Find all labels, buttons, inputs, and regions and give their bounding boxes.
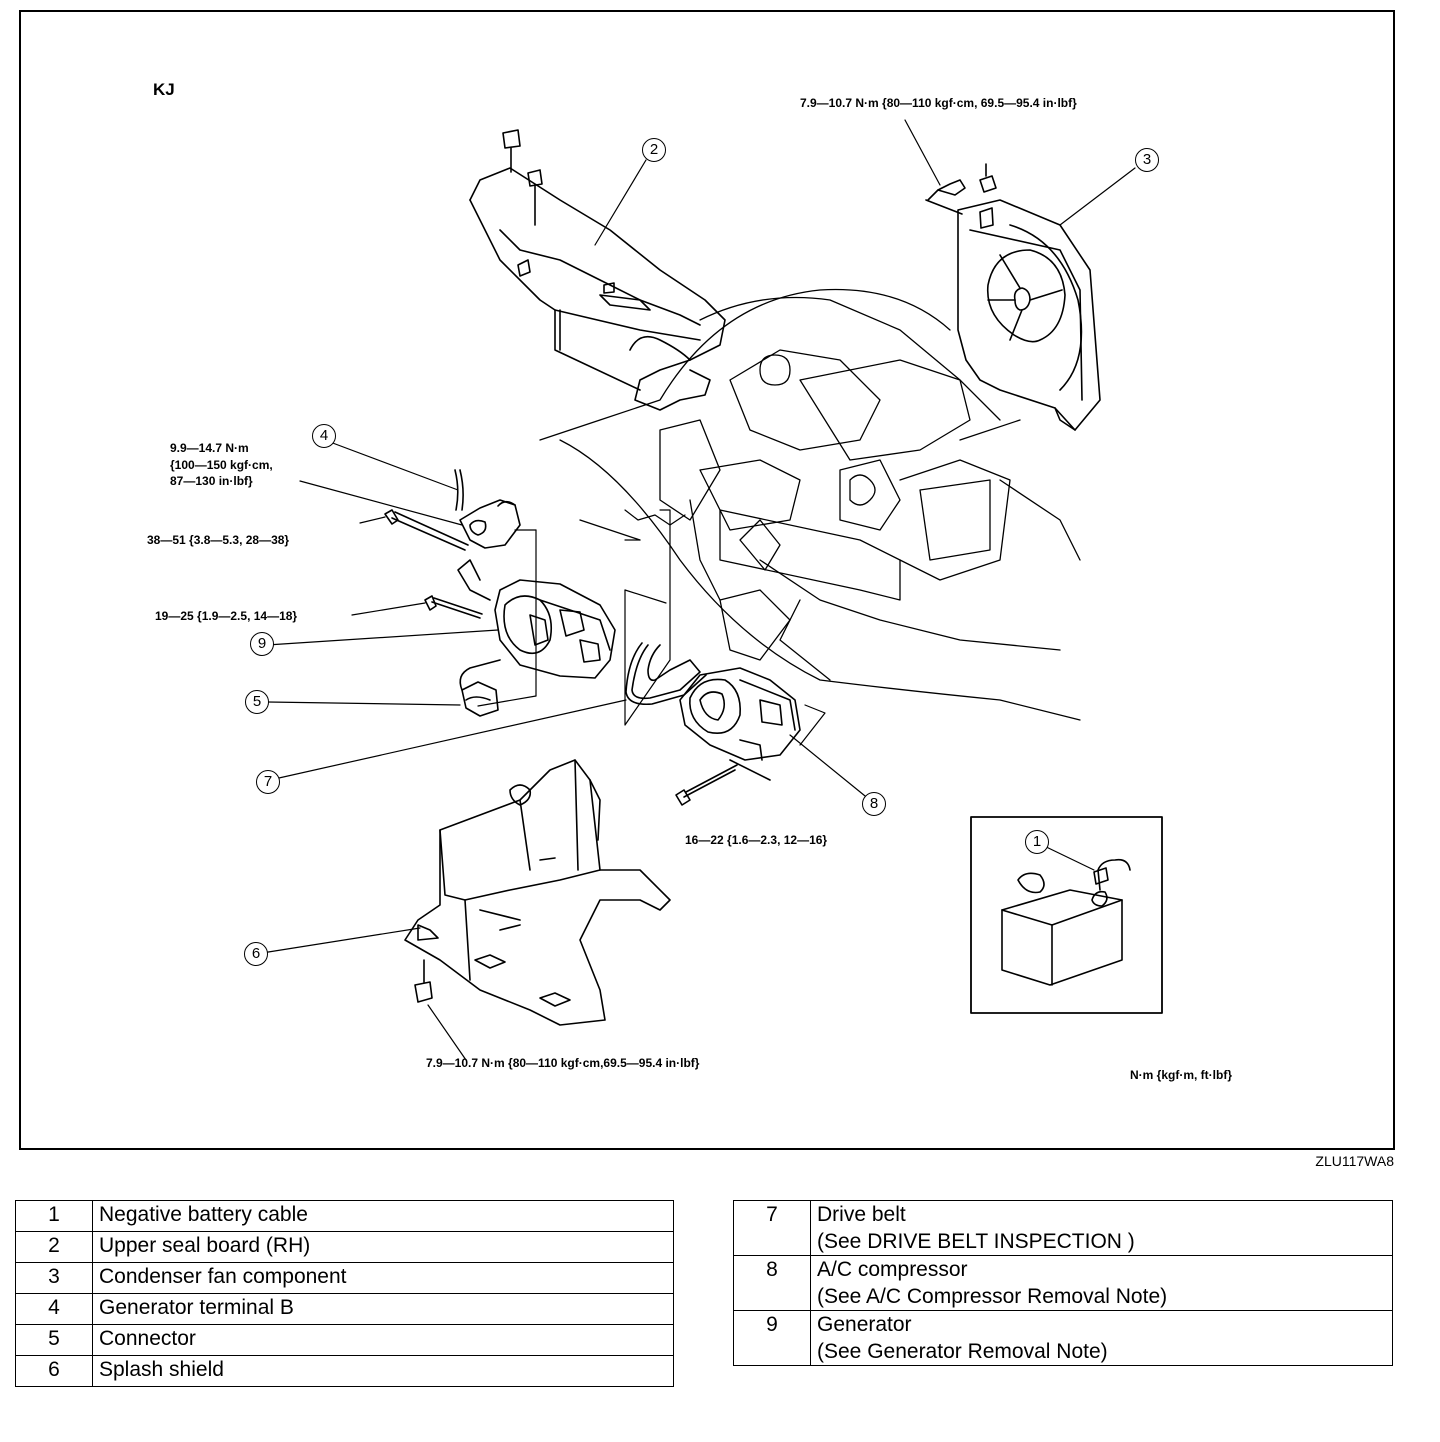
callout-2: 2	[642, 138, 666, 162]
callout-7: 7	[256, 770, 280, 794]
table-row: 1 Negative battery cable	[15, 1200, 674, 1232]
callout-3: 3	[1135, 148, 1159, 172]
table-row: 6 Splash shield	[15, 1355, 674, 1387]
table-row: 4 Generator terminal B	[15, 1293, 674, 1325]
torque-label-compressor-bolt: 16—22 {1.6—2.3, 12—16}	[685, 833, 828, 847]
torque-label-fan-bolt: 7.9—10.7 N·m {80—110 kgf·cm, 69.5—95.4 i…	[800, 96, 1077, 110]
shield-bolt-drawing	[414, 959, 433, 1003]
callout-5: 5	[245, 690, 269, 714]
callout-6: 6	[244, 942, 268, 966]
table-row: 8 A/C compressor (See A/C Compressor Rem…	[733, 1255, 1393, 1311]
table-row: 9 Generator (See Generator Removal Note)	[733, 1310, 1393, 1366]
generator-bolt-drawing	[384, 509, 483, 619]
legend-part-name: Negative battery cable	[92, 1200, 674, 1232]
torque-label-lower-bolt: 19—25 {1.9—2.5, 14—18}	[155, 609, 298, 623]
legend-part-name: Condenser fan component	[92, 1262, 674, 1294]
legend-part-cell: Drive belt (See DRIVE BELT INSPECTION )	[810, 1200, 1393, 1256]
callout-8: 8	[862, 792, 886, 816]
battery-inset-drawing	[970, 816, 1163, 1014]
legend-number: 4	[15, 1293, 93, 1325]
legend-number: 8	[733, 1255, 811, 1311]
seal-board-bolt-drawing	[502, 129, 543, 226]
engine-block-drawing	[539, 288, 1081, 721]
ac-compressor-drawing	[679, 667, 801, 781]
legend-part-name: Upper seal board (RH)	[92, 1231, 674, 1263]
table-row: 5 Connector	[15, 1324, 674, 1356]
exploded-view-drawing	[261, 119, 1163, 1061]
legend-part-name: Connector	[92, 1324, 674, 1356]
callout-4: 4	[312, 424, 336, 448]
callout-1: 1	[1025, 830, 1049, 854]
legend-number: 7	[733, 1200, 811, 1256]
legend-part-name: A/C compressor	[817, 1258, 968, 1281]
legend-table-left: 1 Negative battery cable 2 Upper seal bo…	[15, 1200, 674, 1387]
connector-drawing	[459, 659, 501, 717]
generator-drawing	[457, 559, 616, 679]
upper-seal-board-drawing	[469, 167, 726, 411]
legend-number: 5	[15, 1324, 93, 1356]
torque-label-terminal-line2: {100—150 kgf·cm,	[170, 458, 273, 472]
unit-note: N·m {kgf·m, ft·lbf}	[1130, 1068, 1232, 1082]
figure-id: ZLU117WA8	[1315, 1153, 1394, 1169]
legend-number: 9	[733, 1310, 811, 1366]
legend-part-name: Generator	[817, 1313, 912, 1336]
legend-number: 2	[15, 1231, 93, 1263]
legend-part-note: (See A/C Compressor Removal Note)	[817, 1285, 1168, 1308]
fan-bolt-drawing	[925, 163, 997, 215]
legend-part-name: Drive belt	[817, 1203, 906, 1226]
legend-part-note: (See DRIVE BELT INSPECTION )	[817, 1230, 1135, 1253]
compressor-bolt-drawing	[675, 764, 738, 806]
model-code-label: KJ	[153, 80, 175, 99]
legend-part-cell: Generator (See Generator Removal Note)	[810, 1310, 1393, 1366]
legend-table-right: 7 Drive belt (See DRIVE BELT INSPECTION …	[733, 1200, 1393, 1366]
terminal-bracket-drawing	[454, 469, 521, 549]
legend-part-cell: A/C compressor (See A/C Compressor Remov…	[810, 1255, 1393, 1311]
torque-label-terminal-line3: 87—130 in·lbf}	[170, 474, 253, 488]
table-row: 2 Upper seal board (RH)	[15, 1231, 674, 1263]
callout-9: 9	[250, 632, 274, 656]
legend-part-name: Splash shield	[92, 1355, 674, 1387]
legend-number: 1	[15, 1200, 93, 1232]
torque-label-shield-bolt: 7.9—10.7 N·m {80—110 kgf·cm,69.5—95.4 in…	[426, 1056, 700, 1070]
figure-frame	[19, 10, 1395, 1150]
table-row: 3 Condenser fan component	[15, 1262, 674, 1294]
drive-belt-drawing	[625, 642, 707, 706]
splash-shield-drawing	[404, 759, 671, 1026]
table-row: 7 Drive belt (See DRIVE BELT INSPECTION …	[733, 1200, 1393, 1256]
legend-part-name: Generator terminal B	[92, 1293, 674, 1325]
legend-number: 6	[15, 1355, 93, 1387]
legend-part-note: (See Generator Removal Note)	[817, 1340, 1108, 1363]
leader-lines	[261, 119, 1136, 1061]
torque-label-upper-bolt: 38—51 {3.8—5.3, 28—38}	[147, 533, 290, 547]
condenser-fan-drawing	[957, 199, 1101, 431]
legend-number: 3	[15, 1262, 93, 1294]
torque-label-terminal-line1: 9.9—14.7 N·m	[170, 441, 249, 455]
